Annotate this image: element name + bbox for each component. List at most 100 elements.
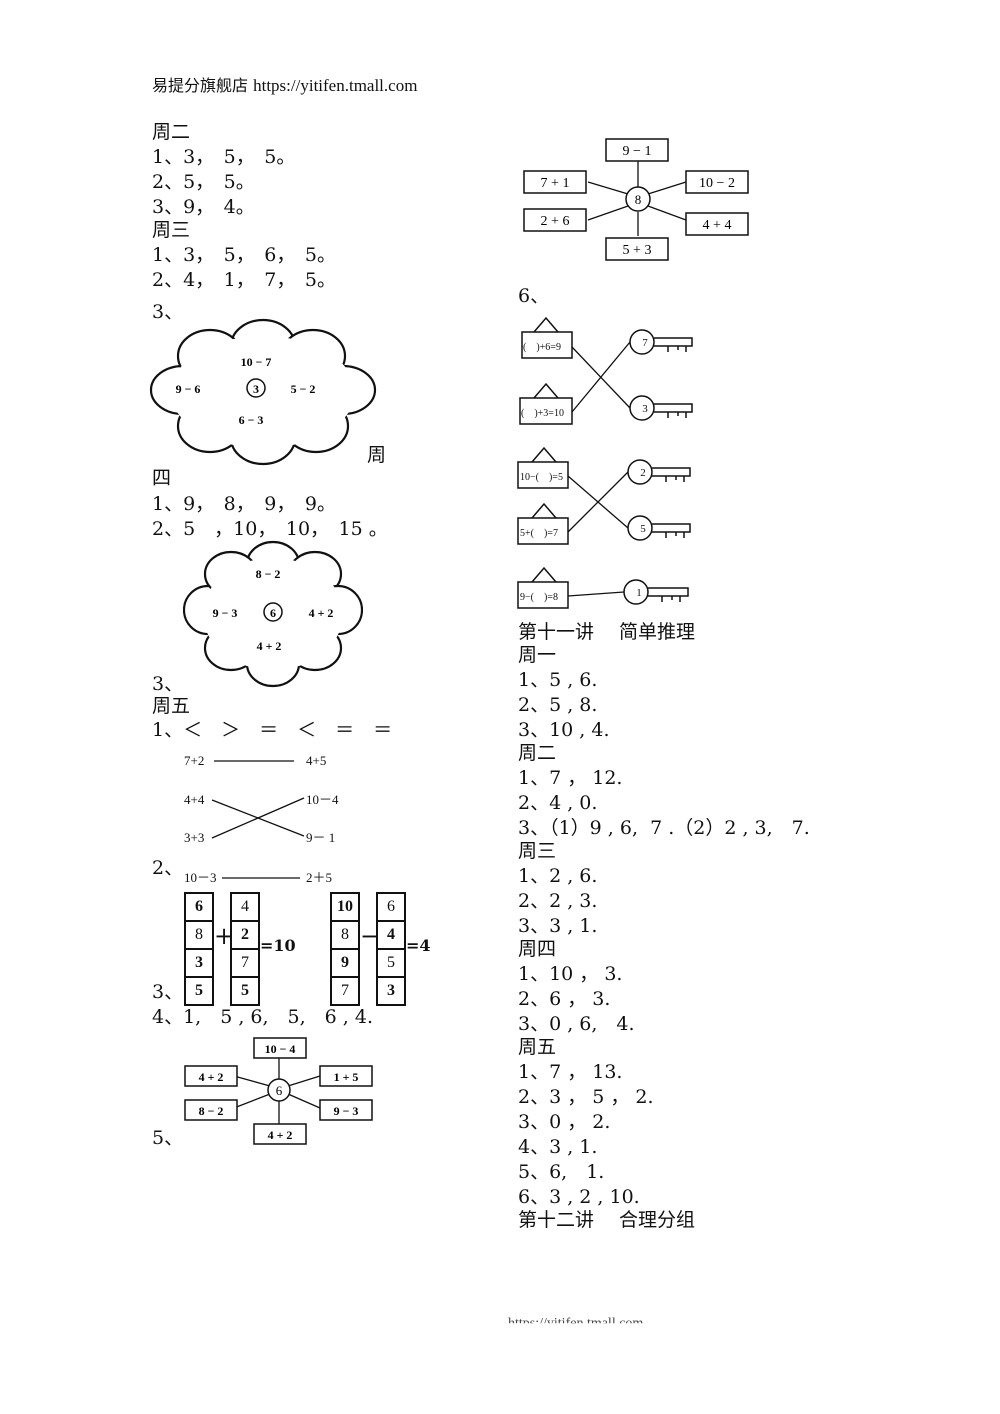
answer-line: 3、（1）9 , 6, 7 .（2）2 , 3, 7. [518,817,810,839]
column-c-cell: 10 [330,892,360,922]
section-heading: 周五 [152,695,191,717]
column-d-cell: 3 [376,976,406,1006]
lock-1-label: ( )+6=9 [523,342,561,353]
answer-line: 3、3 , 1. [518,915,598,937]
shop-name: 易提分旗舰店 [152,76,249,95]
answer-line: 1、3， 5， 6， 5。 [152,244,336,266]
minus-sign: − [360,922,381,950]
answer-line: 1、7 ， 12. [518,767,623,789]
lock-2-label: ( )+3=10 [521,408,564,419]
equals-10: =10 [260,936,296,955]
key-2-label: 3 [642,403,648,415]
column-b-cell: 2 [230,920,260,950]
comparison-matching: 7+2 4+5 4+4 10－4 3+3 9－ 1 10－3 2＋5 [184,753,339,885]
key-5-label: 1 [636,587,642,599]
answer-line: 3、0 ， 2. [518,1111,611,1133]
compare-left-4: 10－3 [184,870,217,885]
answer-line: 3、 [152,301,184,323]
answer-line: 1、3， 5， 5。 [152,146,296,168]
column-d-cell: 4 [376,920,406,950]
answer-line: 3、 [152,673,184,695]
locks-and-keys: ( )+6=9 ( )+3=10 10−( )=5 5+( )=7 9−( )=… [517,316,693,609]
answer-line: 2、3 ， 5 ， 2. [518,1086,654,1108]
lock-5-label: 9−( )=8 [520,592,558,603]
compare-right-4: 2＋5 [306,870,332,885]
flower-diagram-2: 6 8 − 2 9 − 3 4 + 2 4 + 2 [183,540,363,688]
flower1-right: 5 − 2 [291,382,316,396]
answer-line: 6、 [518,285,550,307]
star2-se: 4 + 4 [703,218,732,233]
star2-n: 9 − 1 [623,144,652,159]
answer-line: 2、5， 5。 [152,171,255,193]
answer-line: 2、2 , 3. [518,890,598,912]
section-heading: 周四 [518,938,557,960]
flower2-top: 8 − 2 [256,567,281,581]
answer-line: 4、1, 5 , 6, 5, 6 , 4. [152,1006,374,1028]
flower2-right: 4 + 2 [309,606,334,620]
answer-line: 3、10 , 4. [518,719,610,741]
plus-sign: + [214,922,235,950]
column-d-cell: 6 [376,892,406,922]
star1-n: 10 − 4 [265,1042,296,1056]
star2-nw: 7 + 1 [541,176,570,191]
star2-center: 8 [635,192,642,207]
column-b-cell: 7 [230,948,260,978]
answer-line: 2、 [152,857,184,879]
key-3-label: 2 [640,467,646,479]
page-footer-url: https://yitifen.tmall.com [508,1316,644,1331]
lock-4-label: 5+( )=7 [520,528,558,539]
answer-line: 2、4， 1， 7， 5。 [152,269,336,291]
answer-line: 6、3 , 2 , 10. [518,1186,640,1208]
flower1-bottom: 6 − 3 [239,413,264,427]
flower2-bottom: 4 + 2 [257,639,282,653]
column-b-cell: 5 [230,976,260,1006]
flower2-left: 9 − 3 [213,606,238,620]
compare-left-1: 7+2 [184,753,204,768]
star-diagram-8: 8 9 − 1 7 + 1 10 − 2 2 + 6 4 + 4 5 + 3 [523,138,749,261]
answer-line: 1、10 ， 3. [518,963,623,985]
lecture-title: 第十一讲 简单推理 [518,621,696,643]
flower1-left: 9 − 6 [176,382,201,396]
answer-line: 2、4 , 0. [518,792,598,814]
key-4-label: 5 [640,523,646,535]
answer-line: 3、0 , 6, 4. [518,1013,635,1035]
flower-diagram-1: 3 10 − 7 9 − 6 5 − 2 6 − 3 [149,318,377,466]
answer-line: 2、6 ， 3. [518,988,611,1010]
star2-ne: 10 − 2 [699,176,735,191]
column-c-cell: 7 [330,976,360,1006]
star1-sw: 8 − 2 [199,1104,224,1118]
shop-url: https://yitifen.tmall.com [253,76,418,95]
column-a-cell: 6 [184,892,214,922]
answer-line: 4、3 , 1. [518,1136,598,1158]
compare-left-2: 4+4 [184,792,205,807]
answer-line: 3、 [152,981,184,1003]
flower2-center: 6 [270,606,276,620]
section-heading: 周五 [518,1036,557,1058]
star1-center: 6 [276,1083,283,1098]
lecture-title: 第十二讲 合理分组 [518,1209,696,1231]
flower1-top: 10 − 7 [241,355,272,369]
star1-nw: 4 + 2 [199,1070,224,1084]
column-b-cell: 4 [230,892,260,922]
compare-right-2: 10－4 [306,792,339,807]
key-1-label: 7 [642,337,648,349]
column-a-cell: 8 [184,920,214,950]
star1-s: 4 + 2 [268,1128,293,1142]
star-diagram-6: 6 10 − 4 4 + 2 1 + 5 8 − 2 9 − 3 4 + 2 [184,1037,373,1145]
section-heading-part: 周 [367,444,387,466]
compare-right-1: 4+5 [306,753,326,768]
lock-3-label: 10−( )=5 [520,472,563,483]
flower1-center: 3 [253,382,259,396]
section-heading: 周三 [518,840,557,862]
answer-line: 1、7 ， 13. [518,1061,623,1083]
answer-line: 1、5 , 6. [518,669,598,691]
answer-line: 1、9， 8， 9， 9。 [152,493,336,515]
section-heading-part: 四 [152,467,172,489]
compare-right-3: 9－ 1 [306,830,335,845]
star2-sw: 2 + 6 [541,214,570,229]
column-puzzles: 6 8 3 5 + 4 2 7 5 =10 10 8 9 7 − 6 4 5 3… [184,892,434,1006]
section-heading: 周三 [152,219,191,241]
answer-line: 1、2 , 6. [518,865,598,887]
answer-line: 5、6, 1. [518,1161,605,1183]
column-a-cell: 5 [184,976,214,1006]
